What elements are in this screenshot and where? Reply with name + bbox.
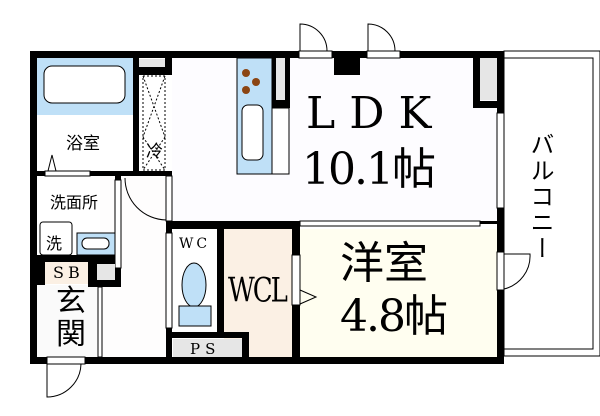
shoe-box-label: SB	[53, 263, 84, 282]
washer-space	[39, 221, 73, 256]
entrance-label-2: 関	[56, 317, 86, 352]
pipe-space	[173, 339, 242, 357]
hall-storage	[97, 264, 115, 280]
fridge-shelf	[139, 59, 165, 67]
balcony	[503, 50, 600, 357]
vanity-basin	[81, 237, 110, 250]
door-openings	[44, 50, 505, 365]
washer-label: 洗	[46, 234, 63, 253]
wcl-label: WCL	[228, 271, 288, 311]
ldk-size-label: 10.1帖	[302, 144, 436, 195]
entrance-label-1: 玄	[56, 284, 86, 319]
door-swings	[46, 23, 531, 398]
western-room-label: 洋室	[340, 238, 428, 289]
western-room-floor	[300, 229, 497, 357]
fridge-label: 冷	[146, 142, 163, 162]
shoe-box	[45, 262, 88, 284]
ldk-floor	[172, 58, 497, 221]
ldk-label: LDK	[306, 88, 446, 139]
entrance-floor	[37, 285, 98, 357]
balcony-label: バルコニー	[526, 132, 554, 262]
stove-burner	[242, 69, 250, 77]
toilet-bowl	[181, 262, 207, 308]
bathtub-basin	[43, 65, 126, 104]
washroom-label: 洗面所	[50, 193, 99, 212]
toilet-tank	[178, 305, 212, 327]
stove-burner	[252, 78, 260, 86]
kitchen-sink	[241, 104, 264, 161]
stove-burner	[242, 86, 250, 94]
ps-label: PS	[190, 340, 221, 358]
wc-label: WC	[179, 236, 211, 252]
kitchen-column	[271, 107, 290, 175]
bath-label: 浴室	[66, 134, 100, 154]
fridge-space	[142, 75, 166, 171]
right-pillar-storage	[480, 58, 497, 100]
fridge-column	[276, 58, 285, 100]
western-room-size-label: 4.8帖	[340, 291, 448, 342]
